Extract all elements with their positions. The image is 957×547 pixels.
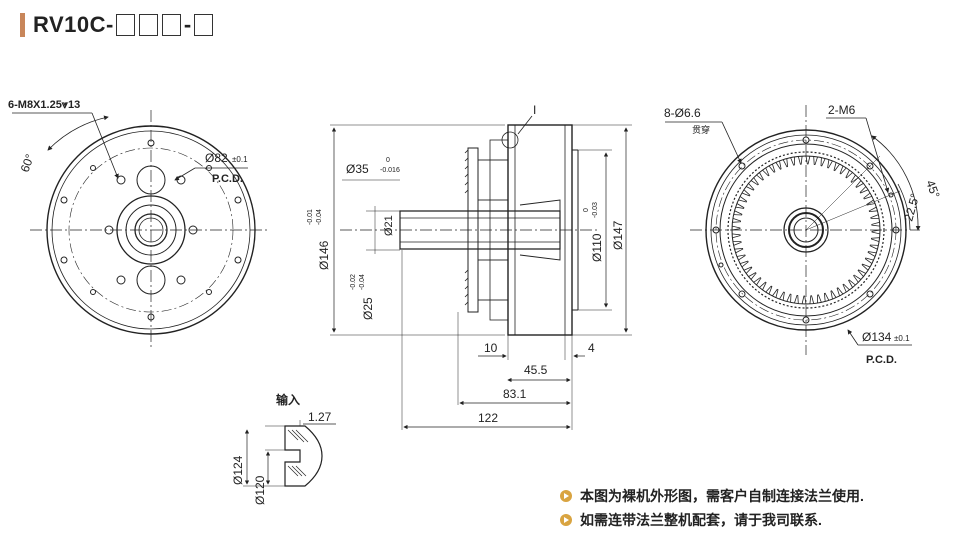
pcd82-dia-label: Ø82: [205, 151, 228, 165]
title-accent-bar: [20, 13, 25, 37]
detail-marker-label: I: [533, 103, 536, 117]
dia120-label: Ø120: [253, 475, 267, 505]
rear-view-right: [665, 105, 921, 355]
dia25-tol-dn: -0.04: [359, 274, 366, 290]
dia110-tol-dn: -0.03: [592, 202, 599, 218]
play-bullet-icon: [560, 490, 572, 502]
dia35-label: Ø35: [346, 162, 369, 176]
note-text: 如需连带法兰整机配套，请于我司联系.: [580, 512, 822, 528]
model-code-separator: -: [183, 12, 192, 37]
dim-10-label: 10: [484, 341, 498, 355]
dia146-tol-dn: -0.04: [316, 209, 323, 225]
model-option-box-4: [194, 14, 214, 36]
note-item: 本图为裸机外形图，需客户自制连接法兰使用.: [560, 484, 864, 508]
play-bullet-icon: [560, 514, 572, 526]
angle-60-label: 60°: [18, 152, 37, 174]
dia110-label: Ø110: [590, 233, 604, 262]
note-text: 本图为裸机外形图，需客户自制连接法兰使用.: [580, 488, 864, 504]
ring-gear-teeth: [731, 155, 881, 305]
dia35-tol-dn: -0.016: [380, 167, 400, 174]
pcd82-tol-label: ±0.1: [232, 155, 248, 164]
input-label: 输入: [276, 392, 300, 407]
input-detail-view: [243, 420, 336, 487]
side-section-view: [330, 115, 632, 430]
dim-122-label: 122: [478, 411, 498, 425]
pcd82-text-label: P.C.D.: [212, 173, 243, 185]
holes-spec-label: 8-Ø6.6: [664, 106, 701, 120]
dim-4-label: 4: [588, 341, 595, 355]
dia25-tol-up: -0.02: [350, 274, 357, 290]
model-option-box-2: [138, 14, 158, 36]
m6-spec-label: 2-M6: [828, 103, 856, 117]
angle-45-label: 45°: [923, 178, 942, 200]
model-option-box-1: [115, 14, 135, 36]
pcd134-dia-label: Ø134: [862, 330, 892, 344]
notes-block: 本图为裸机外形图，需客户自制连接法兰使用. 如需连带法兰整机配套，请于我司联系.: [560, 484, 864, 532]
dia21-label: Ø21: [383, 215, 395, 236]
dia35-tol-up: 0: [386, 157, 390, 164]
front-view-left: [12, 110, 270, 350]
dia147-label: Ø147: [611, 220, 625, 250]
model-option-box-3: [161, 14, 181, 36]
dim-1-27-label: 1.27: [308, 410, 332, 424]
dim-45-5-label: 45.5: [524, 363, 548, 377]
dia146-label: Ø146: [317, 240, 331, 270]
tap-spec-label: 6-M8X1.25⩔13: [8, 99, 80, 111]
pcd134-tol-label: ±0.1: [894, 334, 910, 343]
pcd134-text-label: P.C.D.: [866, 354, 897, 366]
dia110-tol-up: 0: [583, 208, 590, 212]
dia25-label: Ø25: [361, 297, 375, 320]
drawing-title: RV10C- -: [20, 10, 215, 40]
dia124-label: Ø124: [231, 455, 245, 485]
note-item: 如需连带法兰整机配套，请于我司联系.: [560, 508, 864, 532]
model-code: RV10C-: [33, 12, 114, 37]
angle-22-5-label: 22.5°: [901, 192, 922, 223]
through-label: 贯穿: [692, 124, 710, 135]
dia146-tol-up: -0.01: [307, 209, 314, 225]
dim-83-1-label: 83.1: [503, 387, 527, 401]
